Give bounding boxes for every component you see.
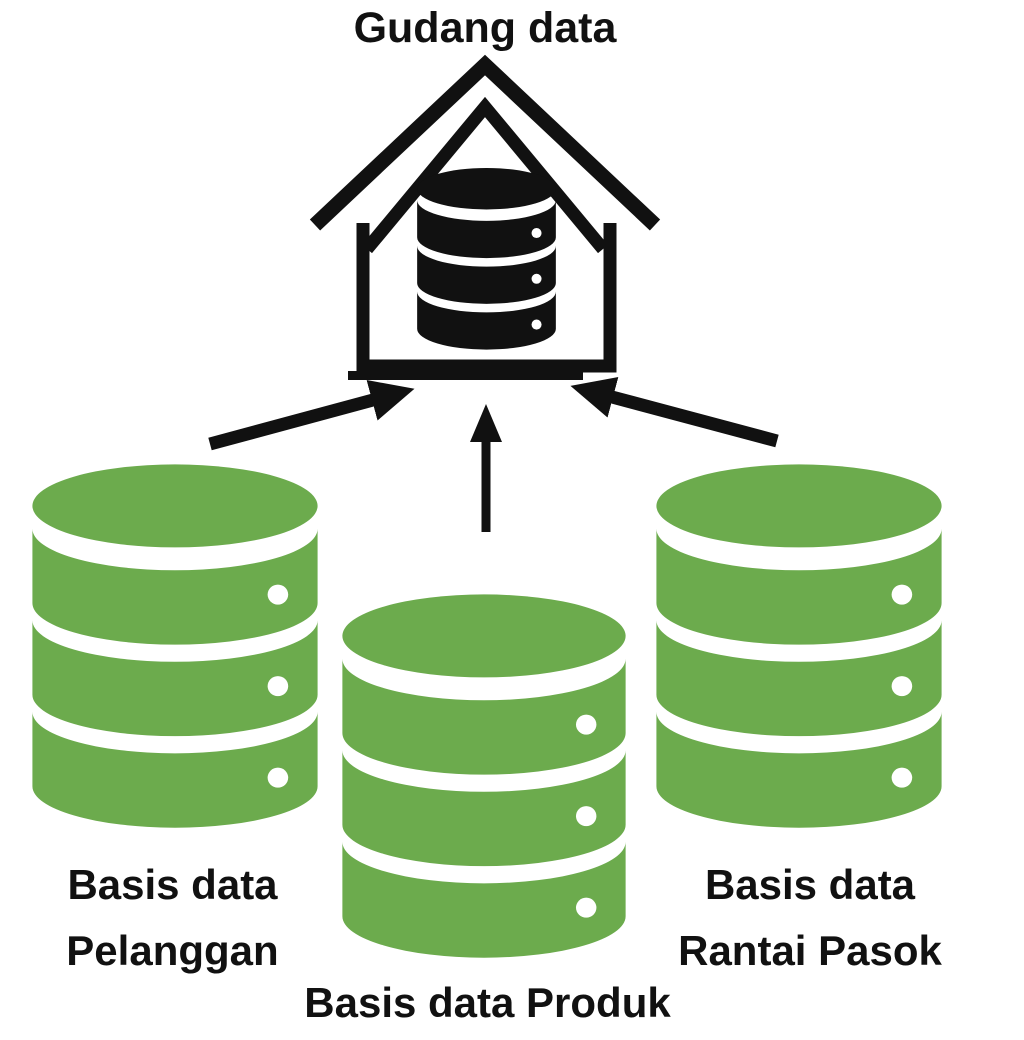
label-pelanggan: Basis data Pelanggan — [25, 852, 320, 984]
database-icon-pelanggan — [28, 463, 322, 832]
database-icon-rantai-pasok — [652, 463, 946, 832]
warehouse-icon — [309, 54, 661, 380]
warehouse-roof-inner — [362, 96, 608, 254]
warehouse-roof-outer — [309, 54, 661, 231]
label-pelanggan-line1: Basis data — [67, 861, 278, 908]
label-pelanggan-line2: Pelanggan — [66, 927, 279, 974]
label-produk: Basis data Produk — [255, 974, 720, 1032]
database-icon-produk — [338, 593, 630, 962]
label-rantai-pasok-line2: Rantai Pasok — [678, 927, 942, 974]
warehouse-database-icon — [417, 167, 556, 350]
label-produk-line1: Basis data Produk — [304, 979, 671, 1026]
label-rantai-pasok: Basis data Rantai Pasok — [655, 852, 965, 984]
warehouse-label: Gudang data — [353, 4, 617, 52]
arrow-rantai-pasok-to-warehouse — [570, 376, 779, 448]
arrow-pelanggan-to-warehouse — [208, 379, 415, 451]
warehouse-walls — [356, 223, 617, 373]
label-rantai-pasok-line1: Basis data — [704, 861, 916, 908]
warehouse-ground-bar — [348, 371, 583, 380]
